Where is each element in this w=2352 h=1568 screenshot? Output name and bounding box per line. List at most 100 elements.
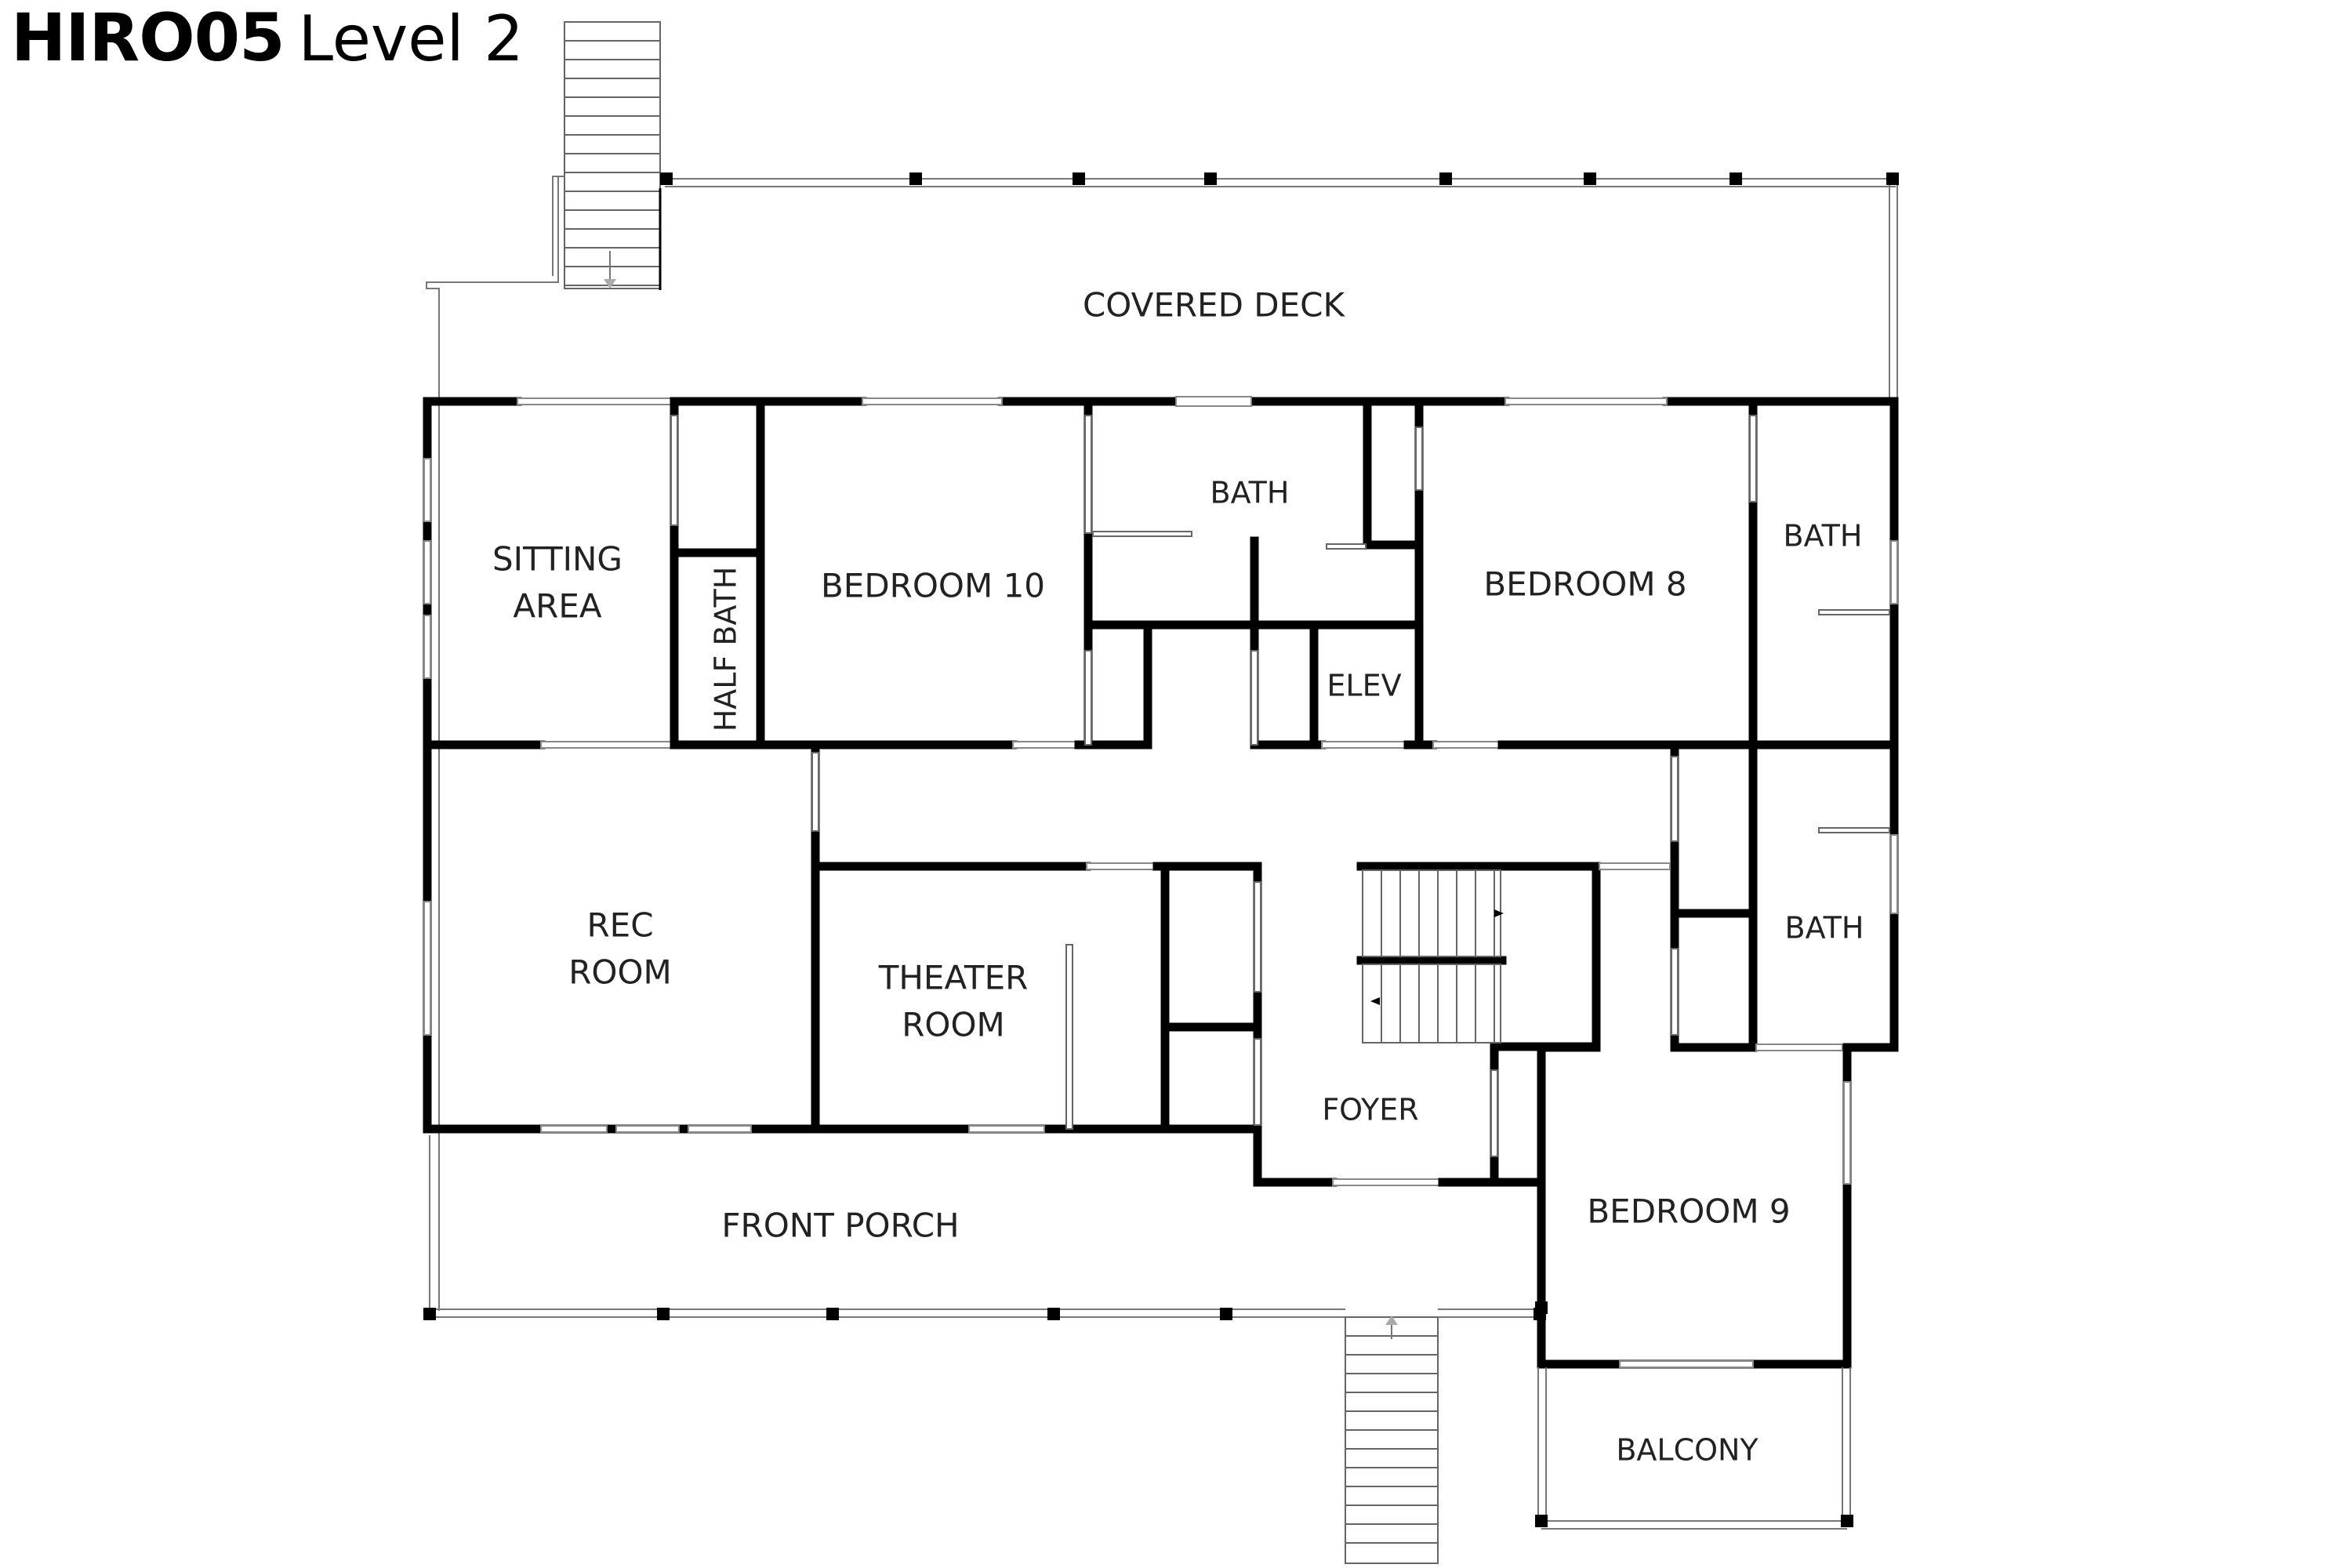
bath-fixture: [1092, 531, 1192, 537]
interior-stair-treads: [1381, 870, 1495, 1043]
plan-title-level: Level 2: [298, 2, 524, 75]
room-label-foyer: FOYER: [1322, 1093, 1418, 1127]
window: [540, 1125, 608, 1133]
door-opening: [1599, 862, 1671, 870]
door: [1671, 756, 1679, 842]
door: [1749, 415, 1757, 503]
deck-post: [1204, 172, 1217, 185]
room-label-bedroom-8: BEDROOM 8: [1483, 565, 1686, 604]
room-label-rec-room-line1: REC: [586, 906, 653, 945]
plan-title-code: HIRO05: [11, 0, 285, 76]
wall: [1670, 740, 1758, 1052]
deck-post: [1439, 172, 1452, 185]
room-label-front-porch: FRONT PORCH: [721, 1207, 959, 1245]
door-opening: [1432, 741, 1503, 749]
window: [423, 540, 431, 604]
bath-fixture: [1818, 609, 1890, 615]
theater-door: [1065, 944, 1073, 1130]
window: [688, 1125, 752, 1133]
bedroom-9-block: [1535, 1043, 1853, 1530]
room-label-bath-top: BATH: [1210, 476, 1290, 510]
room-label-bath-right-top: BATH: [1784, 519, 1863, 554]
window: [423, 901, 431, 1036]
room-labels: COVERED DECK SITTING AREA HALF BATH BEDR…: [492, 286, 1864, 1468]
porch-post: [423, 1308, 436, 1320]
room-label-theater-room-line1: THEATER: [878, 959, 1029, 997]
door: [1084, 650, 1092, 746]
stair-arrow: [1494, 909, 1504, 917]
window: [1843, 1081, 1851, 1185]
window: [517, 397, 677, 405]
door: [1490, 1069, 1498, 1157]
stair-run-lower: [1362, 964, 1501, 1044]
door: [1415, 426, 1423, 491]
door: [1084, 415, 1092, 534]
room-label-balcony: BALCONY: [1616, 1433, 1759, 1468]
room-label-theater-room-line2: ROOM: [902, 1006, 1005, 1044]
door-opening: [540, 741, 675, 749]
stair-arrow: [1370, 997, 1380, 1005]
room-label-half-bath: HALF BATH: [709, 567, 743, 732]
door-opening: [1086, 862, 1158, 870]
covered-deck: [659, 172, 1899, 401]
room-label-rec-room-line2: ROOM: [568, 953, 672, 992]
room-label-bedroom-10: BEDROOM 10: [821, 567, 1045, 605]
porch-post: [1047, 1308, 1060, 1320]
door: [1254, 1038, 1261, 1126]
deck-post: [1073, 172, 1085, 185]
window: [1890, 834, 1898, 914]
interior-stairs: [1362, 869, 1504, 1044]
window: [862, 397, 1003, 405]
rear-stair-rail: [552, 176, 564, 276]
porch-post: [1535, 1301, 1548, 1314]
front-stair-treads: [1345, 1335, 1438, 1544]
balcony-door: [1619, 1360, 1754, 1368]
door-opening: [1012, 741, 1080, 749]
door: [1671, 948, 1679, 1036]
foyer-door: [1332, 1178, 1443, 1186]
window: [968, 1125, 1045, 1133]
rear-stair-arrowhead: [604, 279, 616, 289]
left-deck-rail: [426, 176, 559, 1311]
door: [670, 415, 678, 526]
room-label-bath-right-mid: BATH: [1785, 911, 1864, 946]
wall: [1160, 862, 1262, 1134]
rear-stairs-outline: [564, 21, 661, 289]
deck-post: [1584, 172, 1596, 185]
exterior-walls: [423, 396, 1899, 1187]
deck-post: [660, 172, 673, 185]
front-stair-arrowhead: [1385, 1316, 1398, 1325]
window: [615, 1125, 680, 1133]
balcony-post: [1535, 1515, 1548, 1527]
room-label-elev: ELEV: [1327, 669, 1401, 703]
room-label-sitting-area-line1: SITTING: [492, 540, 622, 579]
door: [1254, 881, 1261, 993]
door-opening: [1755, 1044, 1843, 1051]
wall-south: [423, 1124, 1338, 1187]
deck-post: [1886, 172, 1899, 185]
rear-stairs: [426, 21, 661, 1311]
deck-post: [1730, 172, 1742, 185]
deck-post: [909, 172, 922, 185]
door: [1250, 650, 1258, 746]
window: [1504, 397, 1668, 405]
room-label-bedroom-9: BEDROOM 9: [1587, 1192, 1790, 1231]
room-label-covered-deck: COVERED DECK: [1083, 286, 1346, 325]
window: [1175, 396, 1252, 407]
door: [811, 752, 819, 832]
window: [423, 458, 431, 522]
front-porch: [423, 1135, 1546, 1320]
rear-stair-treads: [564, 40, 660, 286]
porch-post: [1220, 1308, 1232, 1320]
window: [423, 615, 431, 679]
interior-walls: [423, 397, 1899, 1187]
wall-right: [1842, 397, 1899, 1052]
room-label-sitting-area-line2: AREA: [513, 587, 601, 626]
porch-post: [826, 1308, 839, 1320]
front-stairs: [1345, 1316, 1439, 1564]
porch-post: [657, 1308, 670, 1320]
door-opening: [1321, 741, 1409, 749]
stair-run-upper: [1362, 869, 1501, 957]
